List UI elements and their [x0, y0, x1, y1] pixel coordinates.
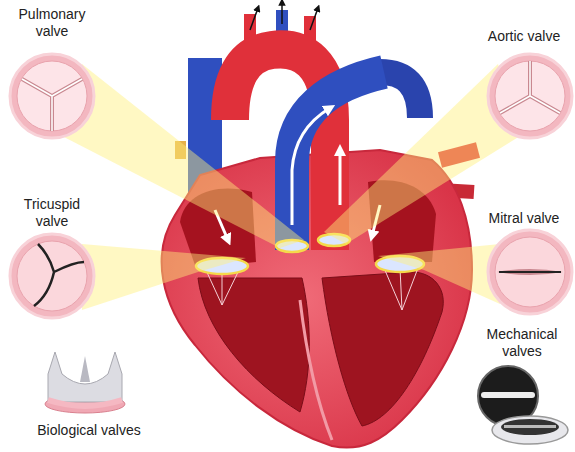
inset-circle	[17, 241, 87, 311]
chordae	[384, 268, 418, 310]
left-ventricle	[322, 272, 443, 426]
leaflet-line	[22, 79, 82, 131]
inset-circle	[17, 61, 87, 131]
aortic-valve-inset	[488, 54, 572, 138]
valve-label: Tricuspid valve	[6, 196, 98, 230]
valve-ring	[492, 416, 568, 444]
valve-label: Mitral valve	[477, 210, 571, 227]
highlight-beams	[62, 64, 520, 310]
leaflet-line	[500, 61, 560, 113]
septum	[300, 300, 332, 440]
right-ventricle	[198, 278, 309, 412]
leaflet-line	[34, 244, 84, 306]
inset-circle	[495, 61, 565, 131]
valve-leaflet	[481, 392, 535, 398]
valve-rings	[196, 234, 424, 274]
tricuspid-valve-inset	[10, 234, 94, 318]
valve-type-label: Biological valves	[14, 422, 164, 439]
chordae	[205, 268, 418, 310]
inset-circle	[495, 237, 565, 307]
inset-circle	[10, 234, 94, 318]
beam	[82, 244, 246, 310]
flow-arrow	[292, 108, 330, 225]
valve-leaflet	[504, 425, 556, 428]
flow-arrow	[339, 150, 342, 205]
leaflet-line	[497, 269, 563, 275]
leaflet-line	[22, 79, 82, 131]
inset-circle	[488, 54, 572, 138]
mechanical-valve	[478, 366, 568, 444]
leaflet-line	[499, 271, 561, 273]
inset-circle	[10, 54, 94, 138]
beam	[62, 64, 304, 248]
mitral-valve-inset	[488, 230, 572, 314]
valve-label: Pulmonary valve	[6, 6, 98, 40]
valve-label: Aortic valve	[477, 28, 571, 45]
sewing-ring	[48, 400, 122, 406]
inset-circle	[488, 230, 572, 314]
valve-type-label: Mechanical valves	[473, 326, 571, 360]
flow-arrow	[250, 8, 258, 30]
valve-ring	[501, 419, 559, 435]
leaflet-line	[500, 61, 560, 113]
stent-post	[80, 356, 90, 382]
pulmonary-valve-inset	[10, 54, 94, 138]
biological-valve	[45, 352, 125, 413]
valve-stent	[48, 352, 122, 402]
beam	[378, 244, 500, 304]
flow-arrow	[310, 8, 318, 30]
flow-arrow	[281, 2, 283, 24]
pulmonary-artery-branch	[380, 72, 420, 118]
